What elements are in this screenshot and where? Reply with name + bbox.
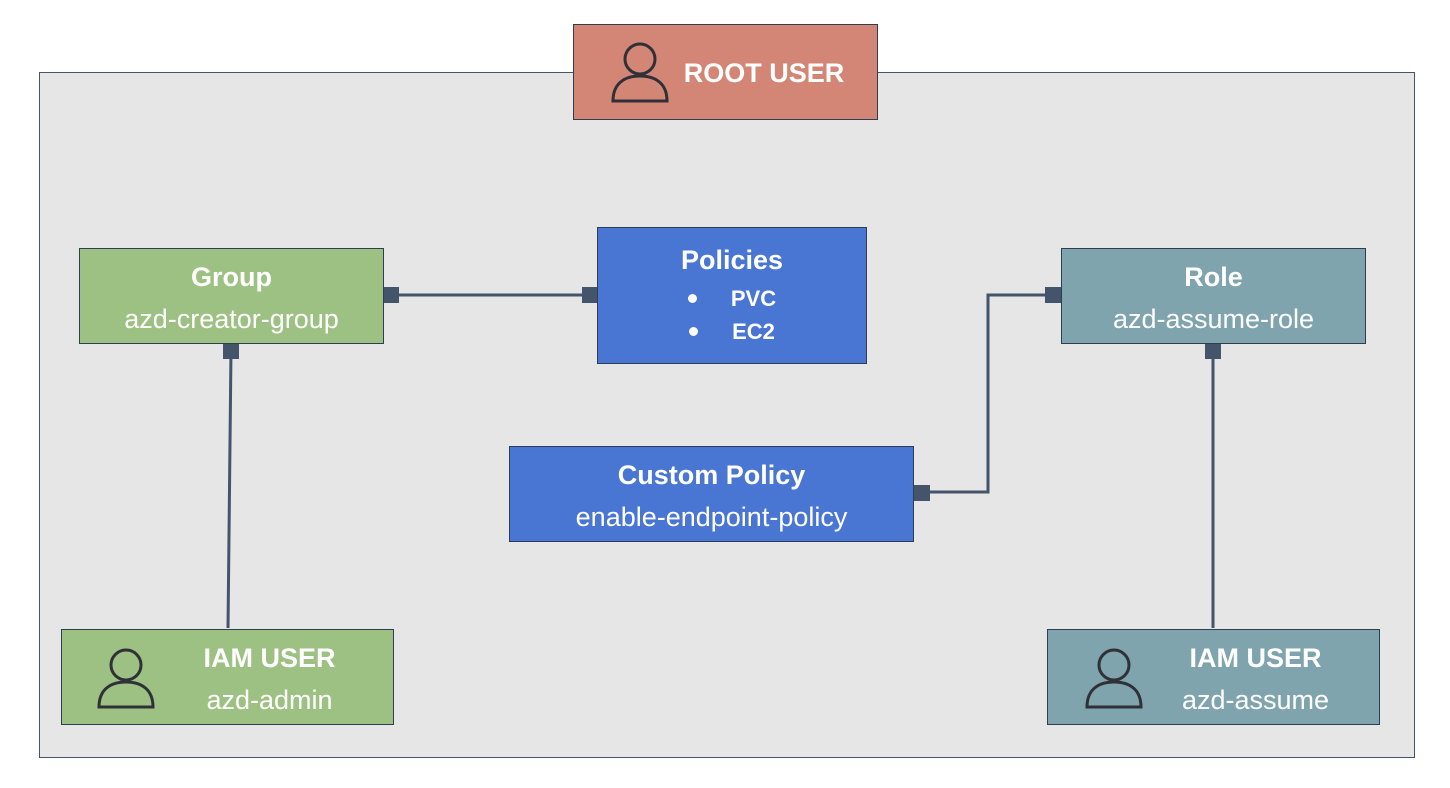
group-right-port [384, 287, 399, 303]
custom-policy-box: Custom Policy enable-endpoint-policy [509, 446, 914, 542]
iam-user-assume-box: IAM USER azd-assume [1047, 629, 1380, 725]
group-name: azd-creator-group [124, 304, 339, 334]
policies-list: PVC EC2 [598, 282, 866, 348]
policy-item: EC2 [598, 315, 866, 348]
role-box: Role azd-assume-role [1061, 248, 1366, 344]
role-title: Role [1184, 262, 1243, 292]
role-name: azd-assume-role [1112, 304, 1315, 334]
custom-policy-title: Custom Policy [617, 460, 806, 490]
iam-user-assume-title: IAM USER [1189, 643, 1322, 673]
custom-policy-name: enable-endpoint-policy [575, 502, 848, 532]
group-title: Group [191, 262, 272, 292]
group-bottom-port [223, 343, 239, 359]
policy-item: PVC [598, 282, 866, 315]
role-left-port [1045, 287, 1061, 303]
custom-policy-role-connector [922, 293, 1052, 494]
policy-item-label: PVC [730, 286, 777, 311]
group-box: Group azd-creator-group [79, 248, 384, 344]
iam-user-assume-name: azd-assume [1181, 685, 1330, 715]
user-icon [1085, 648, 1143, 709]
root-user-label: ROOT USER [683, 58, 845, 88]
custom-policy-right-port [914, 485, 930, 501]
iam-user-admin-name: azd-admin [206, 685, 333, 715]
root-user-box: ROOT USER [573, 24, 878, 120]
policies-box: Policies PVC EC2 [597, 227, 867, 364]
user-icon [611, 42, 669, 103]
iam-user-admin-box: IAM USER azd-admin [61, 629, 394, 725]
policy-item-label: EC2 [732, 319, 775, 344]
role-bottom-port [1205, 343, 1221, 359]
policies-title: Policies [680, 245, 784, 275]
group-admin-connector [226, 349, 233, 629]
bullet-icon [687, 294, 697, 303]
policies-left-port [582, 287, 598, 303]
bullet-icon [689, 327, 699, 336]
user-icon [97, 648, 155, 709]
iam-user-admin-title: IAM USER [203, 643, 336, 673]
